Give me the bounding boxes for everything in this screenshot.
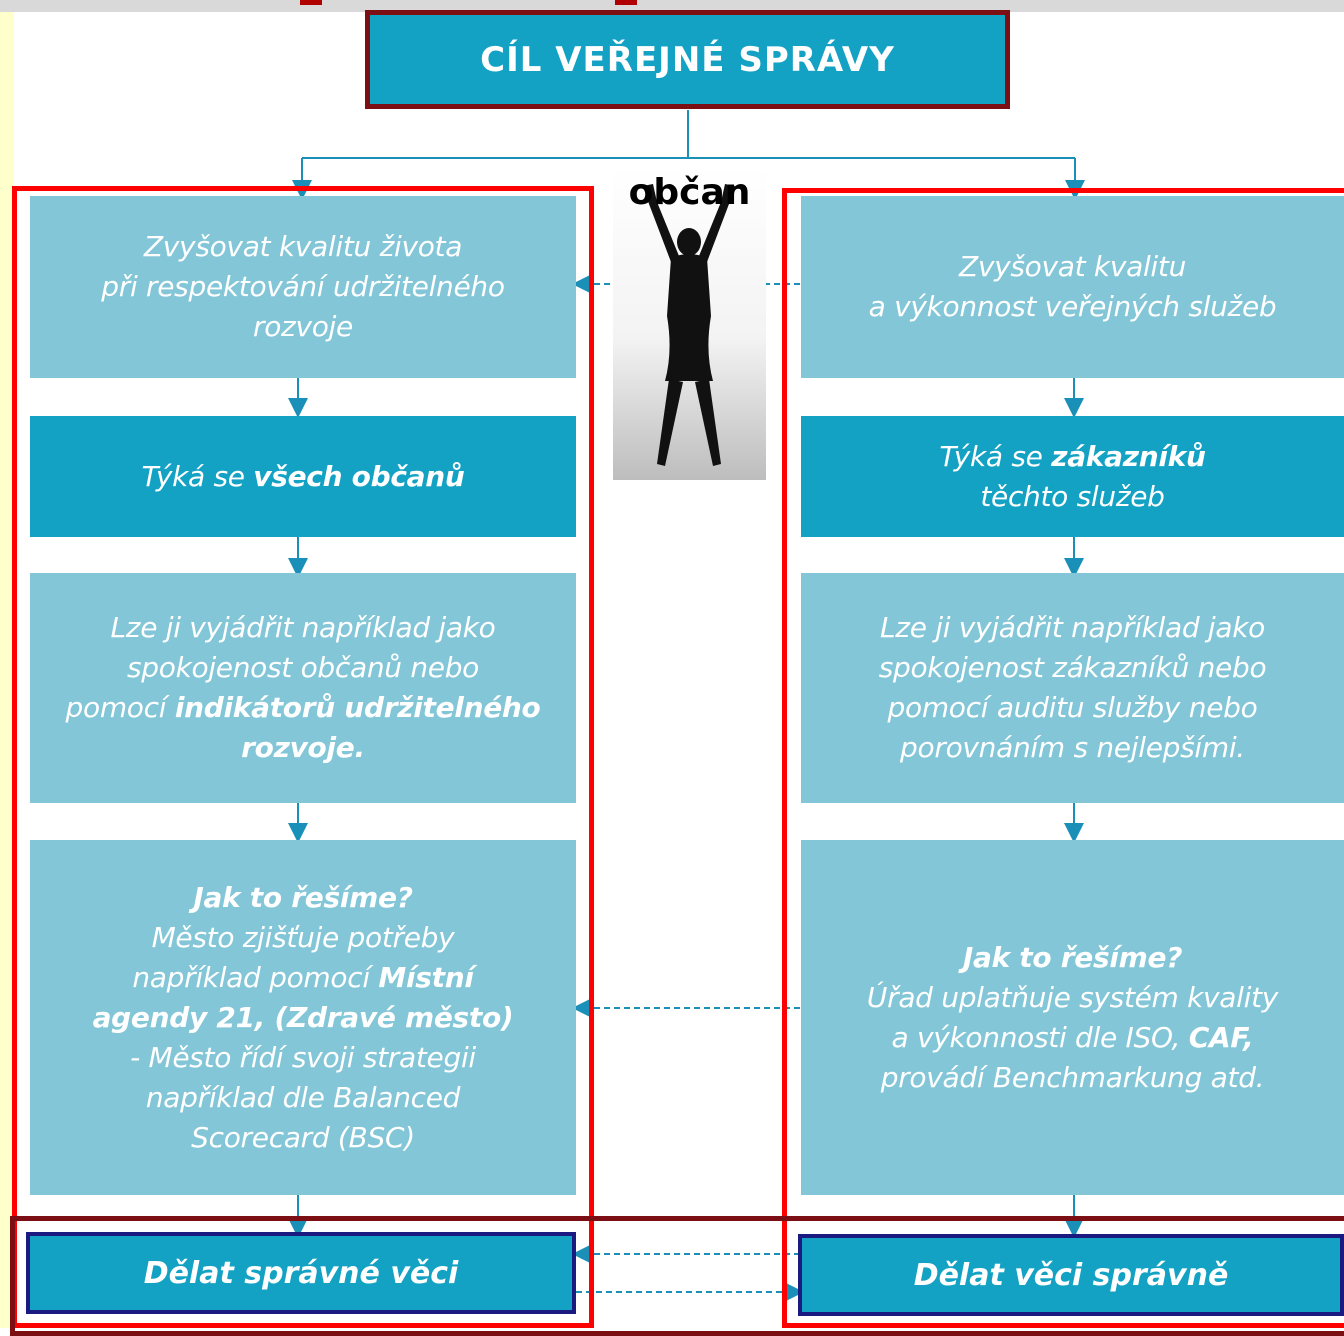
citizen-label: občan: [628, 172, 751, 213]
top-bar-mark: [300, 0, 322, 5]
right-solution-heading: Jak to řešíme?: [962, 940, 1183, 974]
right-scope-prefix: Týká se: [939, 439, 1052, 473]
top-bar-mark: [615, 0, 637, 5]
right-scope-line: těchto služeb: [980, 479, 1165, 513]
right-solution-line: Úřad uplatňuje systém kvality: [866, 980, 1279, 1014]
left-measure-line: Lze ji vyjádřit například jako: [110, 611, 496, 644]
left-scope-box: Týká se všech občanů: [30, 416, 576, 537]
left-scope-bold: všech občanů: [253, 459, 465, 493]
left-solution-bold: agendy 21, (Zdravé město): [92, 1000, 514, 1034]
left-solution-heading: Jak to řešíme?: [193, 880, 413, 914]
right-scope-bold: zákazníků: [1051, 439, 1206, 473]
left-solution-line: - Město řídí svoji strategii: [130, 1040, 476, 1074]
right-solution-box: Jak to řešíme? Úřad uplatňuje systém kva…: [801, 840, 1344, 1195]
right-result-box: Dělat věci správně: [798, 1234, 1344, 1316]
right-measure-line: Lze ji vyjádřit například jako: [880, 611, 1265, 644]
top-bar: [0, 0, 1344, 12]
left-solution-line: například dle Balanced: [145, 1080, 461, 1114]
right-measure-box: Lze ji vyjádřit například jako spokojeno…: [801, 573, 1344, 803]
left-goal-line: rozvoje: [253, 310, 353, 343]
left-measure-prefix: pomocí: [65, 691, 175, 724]
left-measure-bold: rozvoje.: [241, 731, 365, 764]
left-goal-box: Zvyšovat kvalitu života při respektování…: [30, 196, 576, 378]
left-measure-line: spokojenost občanů nebo: [126, 651, 479, 684]
left-scope-prefix: Týká se: [141, 459, 254, 493]
right-scope-box: Týká se zákazníků těchto služeb: [801, 416, 1344, 537]
right-solution-line: provádí Benchmarkung atd.: [880, 1060, 1265, 1094]
left-goal-line: při respektování udržitelného: [101, 270, 505, 303]
left-solution-line: Scorecard (BSC): [191, 1120, 415, 1154]
right-goal-line: a výkonnost veřejných služeb: [868, 290, 1277, 323]
right-goal-line: Zvyšovat kvalitu: [958, 250, 1187, 283]
left-measure-box: Lze ji vyjádřit například jako spokojeno…: [30, 573, 576, 803]
right-measure-line: spokojenost zákazníků nebo: [878, 651, 1267, 684]
left-solution-box: Jak to řešíme? Město zjišťuje potřeby na…: [30, 840, 576, 1195]
diagram-title: CÍL VEŘEJNÉ SPRÁVY: [365, 10, 1010, 109]
right-goal-box: Zvyšovat kvalitu a výkonnost veřejných s…: [801, 196, 1344, 378]
right-solution-line: a výkonnosti dle ISO,: [891, 1020, 1189, 1054]
left-solution-bold: Místní: [378, 960, 474, 994]
right-solution-bold: CAF,: [1188, 1020, 1254, 1054]
left-solution-line: například pomocí: [132, 960, 379, 994]
left-measure-bold: indikátorů udržitelného: [174, 691, 541, 724]
citizen-figure: [613, 166, 766, 480]
silhouette-icon: [643, 184, 735, 466]
left-goal-line: Zvyšovat kvalitu života: [143, 230, 463, 263]
right-measure-line: pomocí auditu služby nebo: [887, 691, 1258, 724]
left-bar: [0, 12, 14, 1328]
left-result-box: Dělat správné věci: [26, 1232, 576, 1314]
left-solution-line: Město zjišťuje potřeby: [151, 920, 455, 954]
right-measure-line: porovnáním s nejlepšími.: [900, 731, 1245, 764]
